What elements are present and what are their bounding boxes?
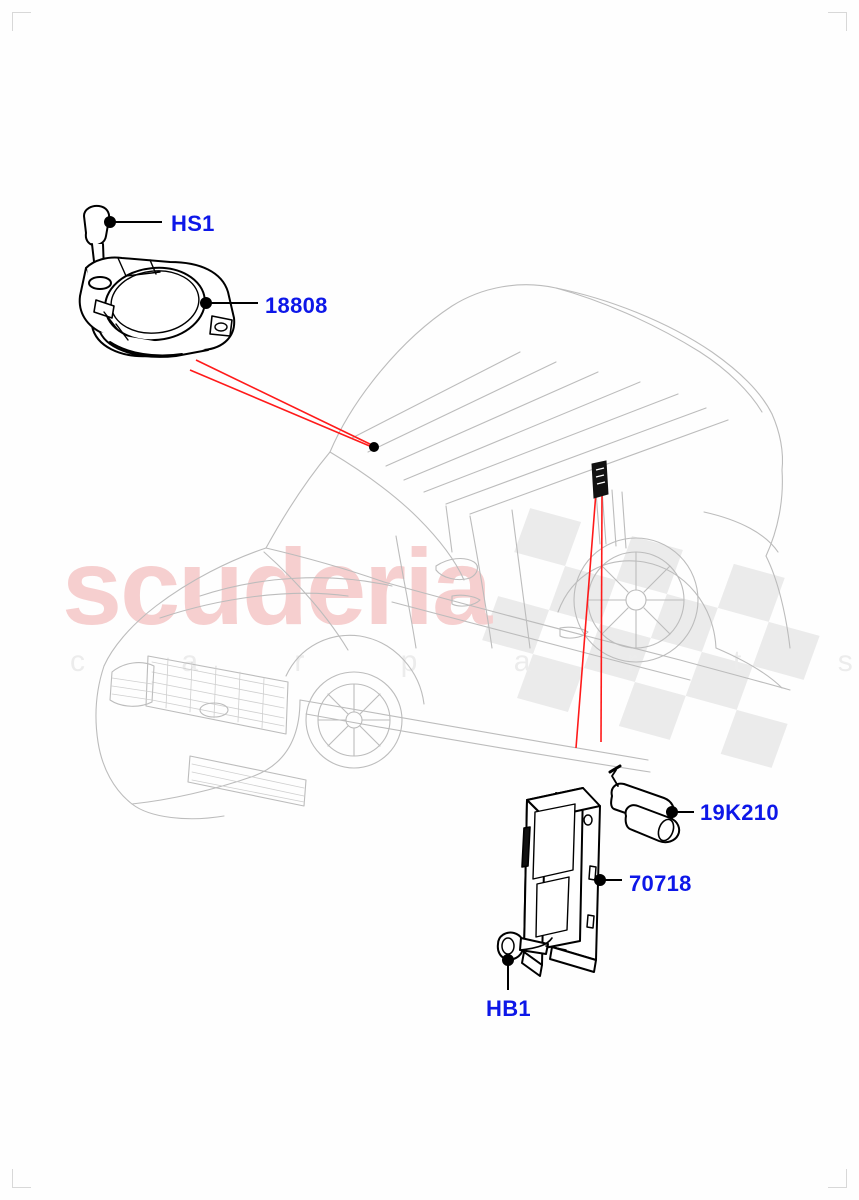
speaker-housing-graphic [78,256,236,358]
crop-mark-bottom-right [828,1169,847,1188]
callout-label-19k210[interactable]: 19K210 [700,800,779,825]
callout-label-18808[interactable]: 18808 [265,293,328,318]
crop-mark-top-right [828,12,847,31]
module-body-graphic [521,787,601,977]
crop-mark-top-left [12,12,31,31]
roof-mount-point-marker [369,442,379,452]
crop-mark-bottom-left [12,1169,31,1188]
callout-label-hs1[interactable]: HS1 [171,211,215,236]
callout-label-70718[interactable]: 70718 [629,871,692,896]
callout-label-hb1[interactable]: HB1 [486,996,531,1021]
